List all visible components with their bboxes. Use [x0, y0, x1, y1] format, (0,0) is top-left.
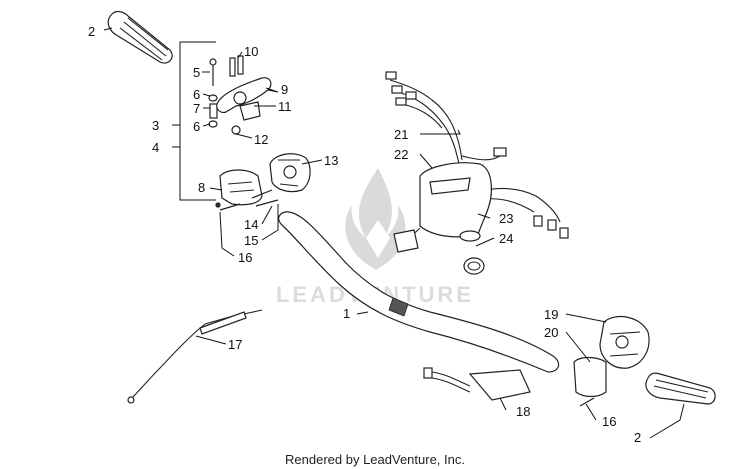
small-hardware [208, 55, 244, 128]
callout-17: 17 [228, 337, 242, 352]
callout-10: 10 [244, 44, 258, 59]
flame-logo-icon [345, 168, 406, 270]
callout-19: 19 [544, 307, 558, 322]
throttle-housing-parts [231, 101, 261, 135]
callout-11: 11 [278, 99, 292, 114]
callout-5: 5 [193, 65, 200, 80]
callout-9: 9 [281, 82, 288, 97]
throttle-cable [127, 309, 263, 404]
callout-14: 14 [244, 217, 258, 232]
throttle-lever [216, 77, 272, 113]
callout-7: 7 [193, 101, 200, 116]
callout-2-left: 2 [88, 24, 95, 39]
callout-3: 3 [152, 118, 159, 133]
callout-6-lower: 6 [193, 119, 200, 134]
callout-22: 22 [394, 147, 408, 162]
control-module [419, 162, 492, 242]
right-grip [645, 372, 716, 405]
callout-16-left: 16 [238, 250, 252, 265]
callout-16-right: 16 [602, 414, 616, 429]
switch-screws [219, 189, 279, 211]
retainer-ring [463, 257, 485, 275]
callout-15: 15 [244, 233, 258, 248]
callout-12: 12 [254, 132, 268, 147]
callout-1: 1 [343, 306, 350, 321]
right-switch-housing [573, 315, 650, 407]
callout-6-upper: 6 [193, 87, 200, 102]
left-switch-housing [269, 153, 311, 193]
callout-18: 18 [516, 404, 530, 419]
callout-13: 13 [324, 153, 338, 168]
callout-labels: 2 3 4 5 6 7 6 10 9 11 12 8 13 14 15 16 1… [88, 24, 641, 445]
handlebar [278, 211, 560, 373]
callout-2-right: 2 [634, 430, 641, 445]
callout-20: 20 [544, 325, 558, 340]
callout-4: 4 [152, 140, 159, 155]
render-credit: Rendered by LeadVenture, Inc. [285, 452, 465, 467]
leader-lines [103, 27, 685, 439]
callout-23: 23 [499, 211, 513, 226]
throttle-cable-bracket [172, 41, 216, 201]
right-switch-harness [423, 367, 531, 401]
left-grip [107, 10, 173, 64]
wiring-harness [385, 71, 569, 253]
callout-24: 24 [499, 231, 513, 246]
callout-8: 8 [198, 180, 205, 195]
callout-21: 21 [394, 127, 408, 142]
throttle-housing [215, 169, 263, 208]
